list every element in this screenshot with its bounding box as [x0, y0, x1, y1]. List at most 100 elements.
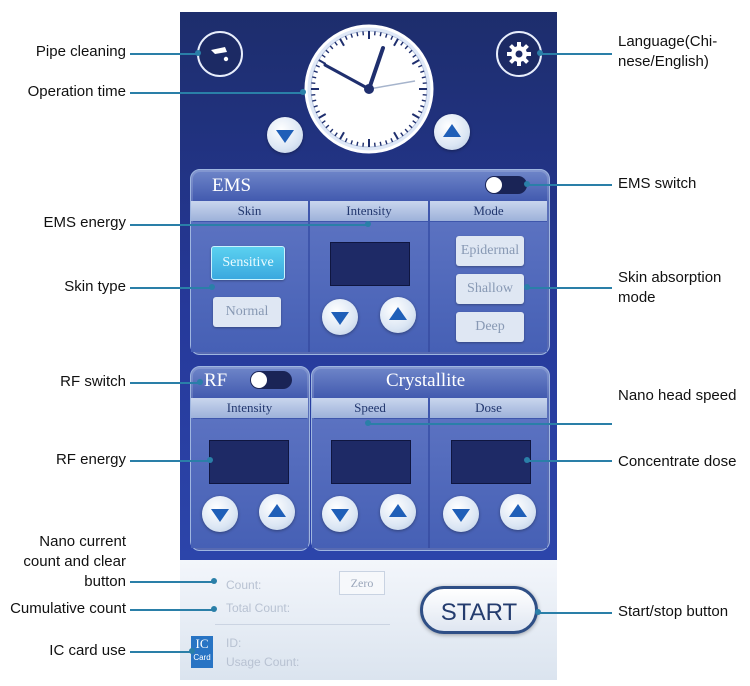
up-arrow-icon: [443, 124, 461, 137]
callout-dot-count: [211, 578, 217, 584]
callout-language: Language(Chi-nese/English): [618, 33, 718, 70]
rf-switch[interactable]: [250, 371, 292, 389]
callout-ems-switch: EMS switch: [618, 175, 697, 192]
up-arrow-icon: [268, 504, 286, 517]
ems-energy-display: [330, 242, 410, 286]
callout-line-ems-energy: [130, 224, 368, 226]
ems-switch[interactable]: [485, 176, 527, 194]
callout-dot-language: [537, 50, 543, 56]
callout-line-dose: [527, 460, 612, 462]
crystallite-dose-header: Dose: [430, 398, 547, 418]
mode-epidermal-option[interactable]: Epidermal: [456, 236, 524, 266]
ems-energy-up-button[interactable]: [380, 297, 416, 333]
callout-dot-ems-switch: [524, 181, 530, 187]
bottom-divider: [215, 624, 390, 625]
callout-line-speed: [368, 423, 612, 425]
callout-skin-absorption: Skin absorption mode: [618, 269, 722, 306]
callout-pipe-cleaning: Pipe cleaning: [35, 43, 126, 60]
callout-dot-pipe: [195, 50, 201, 56]
callout-line-ic: [130, 651, 192, 653]
ems-intensity-header: Intensity: [310, 201, 428, 221]
ems-energy-down-button[interactable]: [322, 299, 358, 335]
ic-card-sublabel: Card: [193, 653, 211, 662]
rf-energy-up-button[interactable]: [259, 494, 295, 530]
callout-rf-switch: RF switch: [60, 373, 126, 390]
callout-line-rf-energy: [130, 460, 210, 462]
callout-ic-card: IC card use: [49, 642, 126, 659]
speed-down-button[interactable]: [322, 496, 358, 532]
callout-line-pipe: [130, 53, 196, 55]
nano-speed-display: [331, 440, 411, 484]
speed-up-button[interactable]: [380, 494, 416, 530]
callout-dot-dose: [524, 457, 530, 463]
dose-display: [451, 440, 531, 484]
mode-shallow-option[interactable]: Shallow: [456, 274, 524, 304]
ems-mode-header: Mode: [430, 201, 547, 221]
callout-start-stop: Start/stop button: [618, 603, 729, 620]
zero-button[interactable]: Zero: [339, 571, 385, 595]
callout-dot-rf-switch: [197, 379, 203, 385]
callout-dot-ic: [189, 648, 195, 654]
skin-normal-option[interactable]: Normal: [213, 297, 281, 327]
rf-energy-down-button[interactable]: [202, 496, 238, 532]
callout-line-total: [130, 609, 214, 611]
down-arrow-icon: [331, 312, 349, 325]
callout-line-skin: [130, 287, 212, 289]
ems-title: EMS: [212, 175, 252, 196]
callout-dot-start: [535, 609, 541, 615]
down-arrow-icon: [452, 509, 470, 522]
rf-title: RF: [204, 370, 228, 391]
callout-dot-total: [211, 606, 217, 612]
time-up-button[interactable]: [434, 114, 470, 150]
rf-intensity-header: Intensity: [191, 398, 308, 418]
start-button[interactable]: START: [420, 586, 538, 634]
crystallite-speed-header: Speed: [312, 398, 428, 418]
callout-line-start: [538, 612, 612, 614]
callout-dot-time: [300, 89, 306, 95]
rf-energy-display: [209, 440, 289, 484]
callout-line-count: [130, 581, 214, 583]
count-label: Count:: [226, 578, 262, 592]
down-arrow-icon: [331, 509, 349, 522]
total-count-label: Total Count:: [226, 601, 291, 615]
callout-nano-count: Nano current count and clear button: [23, 533, 126, 590]
dose-up-button[interactable]: [500, 494, 536, 530]
callout-line-time: [130, 92, 303, 94]
usage-count-label: Usage Count:: [226, 655, 300, 669]
callout-dot-ems-energy: [365, 221, 371, 227]
callout-line-absorption: [527, 287, 612, 289]
callout-dot-rf-energy: [207, 457, 213, 463]
up-arrow-icon: [389, 504, 407, 517]
callout-line-language: [540, 53, 612, 55]
time-down-button[interactable]: [267, 117, 303, 153]
callout-dot-absorption: [524, 284, 530, 290]
pipe-icon: [211, 47, 229, 62]
callout-line-rf-switch: [130, 382, 200, 384]
callout-ems-energy: EMS energy: [43, 214, 126, 231]
callout-operation-time: Operation time: [27, 83, 126, 100]
pipe-cleaning-button[interactable]: [197, 31, 243, 77]
skin-sensitive-option[interactable]: Sensitive: [211, 246, 285, 280]
down-arrow-icon: [211, 509, 229, 522]
dose-down-button[interactable]: [443, 496, 479, 532]
operation-time-clock: [304, 24, 434, 154]
callout-cumulative-count: Cumulative count: [10, 600, 126, 617]
ic-card-badge: IC Card: [191, 636, 213, 668]
settings-button[interactable]: [496, 31, 542, 77]
ic-card-label: IC: [195, 636, 209, 651]
ems-skin-header: Skin: [191, 201, 308, 221]
callout-rf-energy: RF energy: [55, 451, 126, 468]
up-arrow-icon: [389, 307, 407, 320]
callout-dot-skin: [209, 284, 215, 290]
callout-dot-speed: [365, 420, 371, 426]
callout-nano-head-speed: Nano head speed: [618, 387, 737, 404]
up-arrow-icon: [509, 504, 527, 517]
callout-skin-type: Skin type: [64, 278, 126, 295]
callout-line-ems-switch: [527, 184, 612, 186]
crystallite-title: Crystallite: [386, 370, 466, 391]
mode-deep-option[interactable]: Deep: [456, 312, 524, 342]
gear-icon: [507, 42, 531, 66]
id-label: ID:: [226, 636, 242, 650]
callout-concentrate-dose: Concentrate dose: [618, 453, 737, 470]
down-arrow-icon: [276, 130, 294, 143]
